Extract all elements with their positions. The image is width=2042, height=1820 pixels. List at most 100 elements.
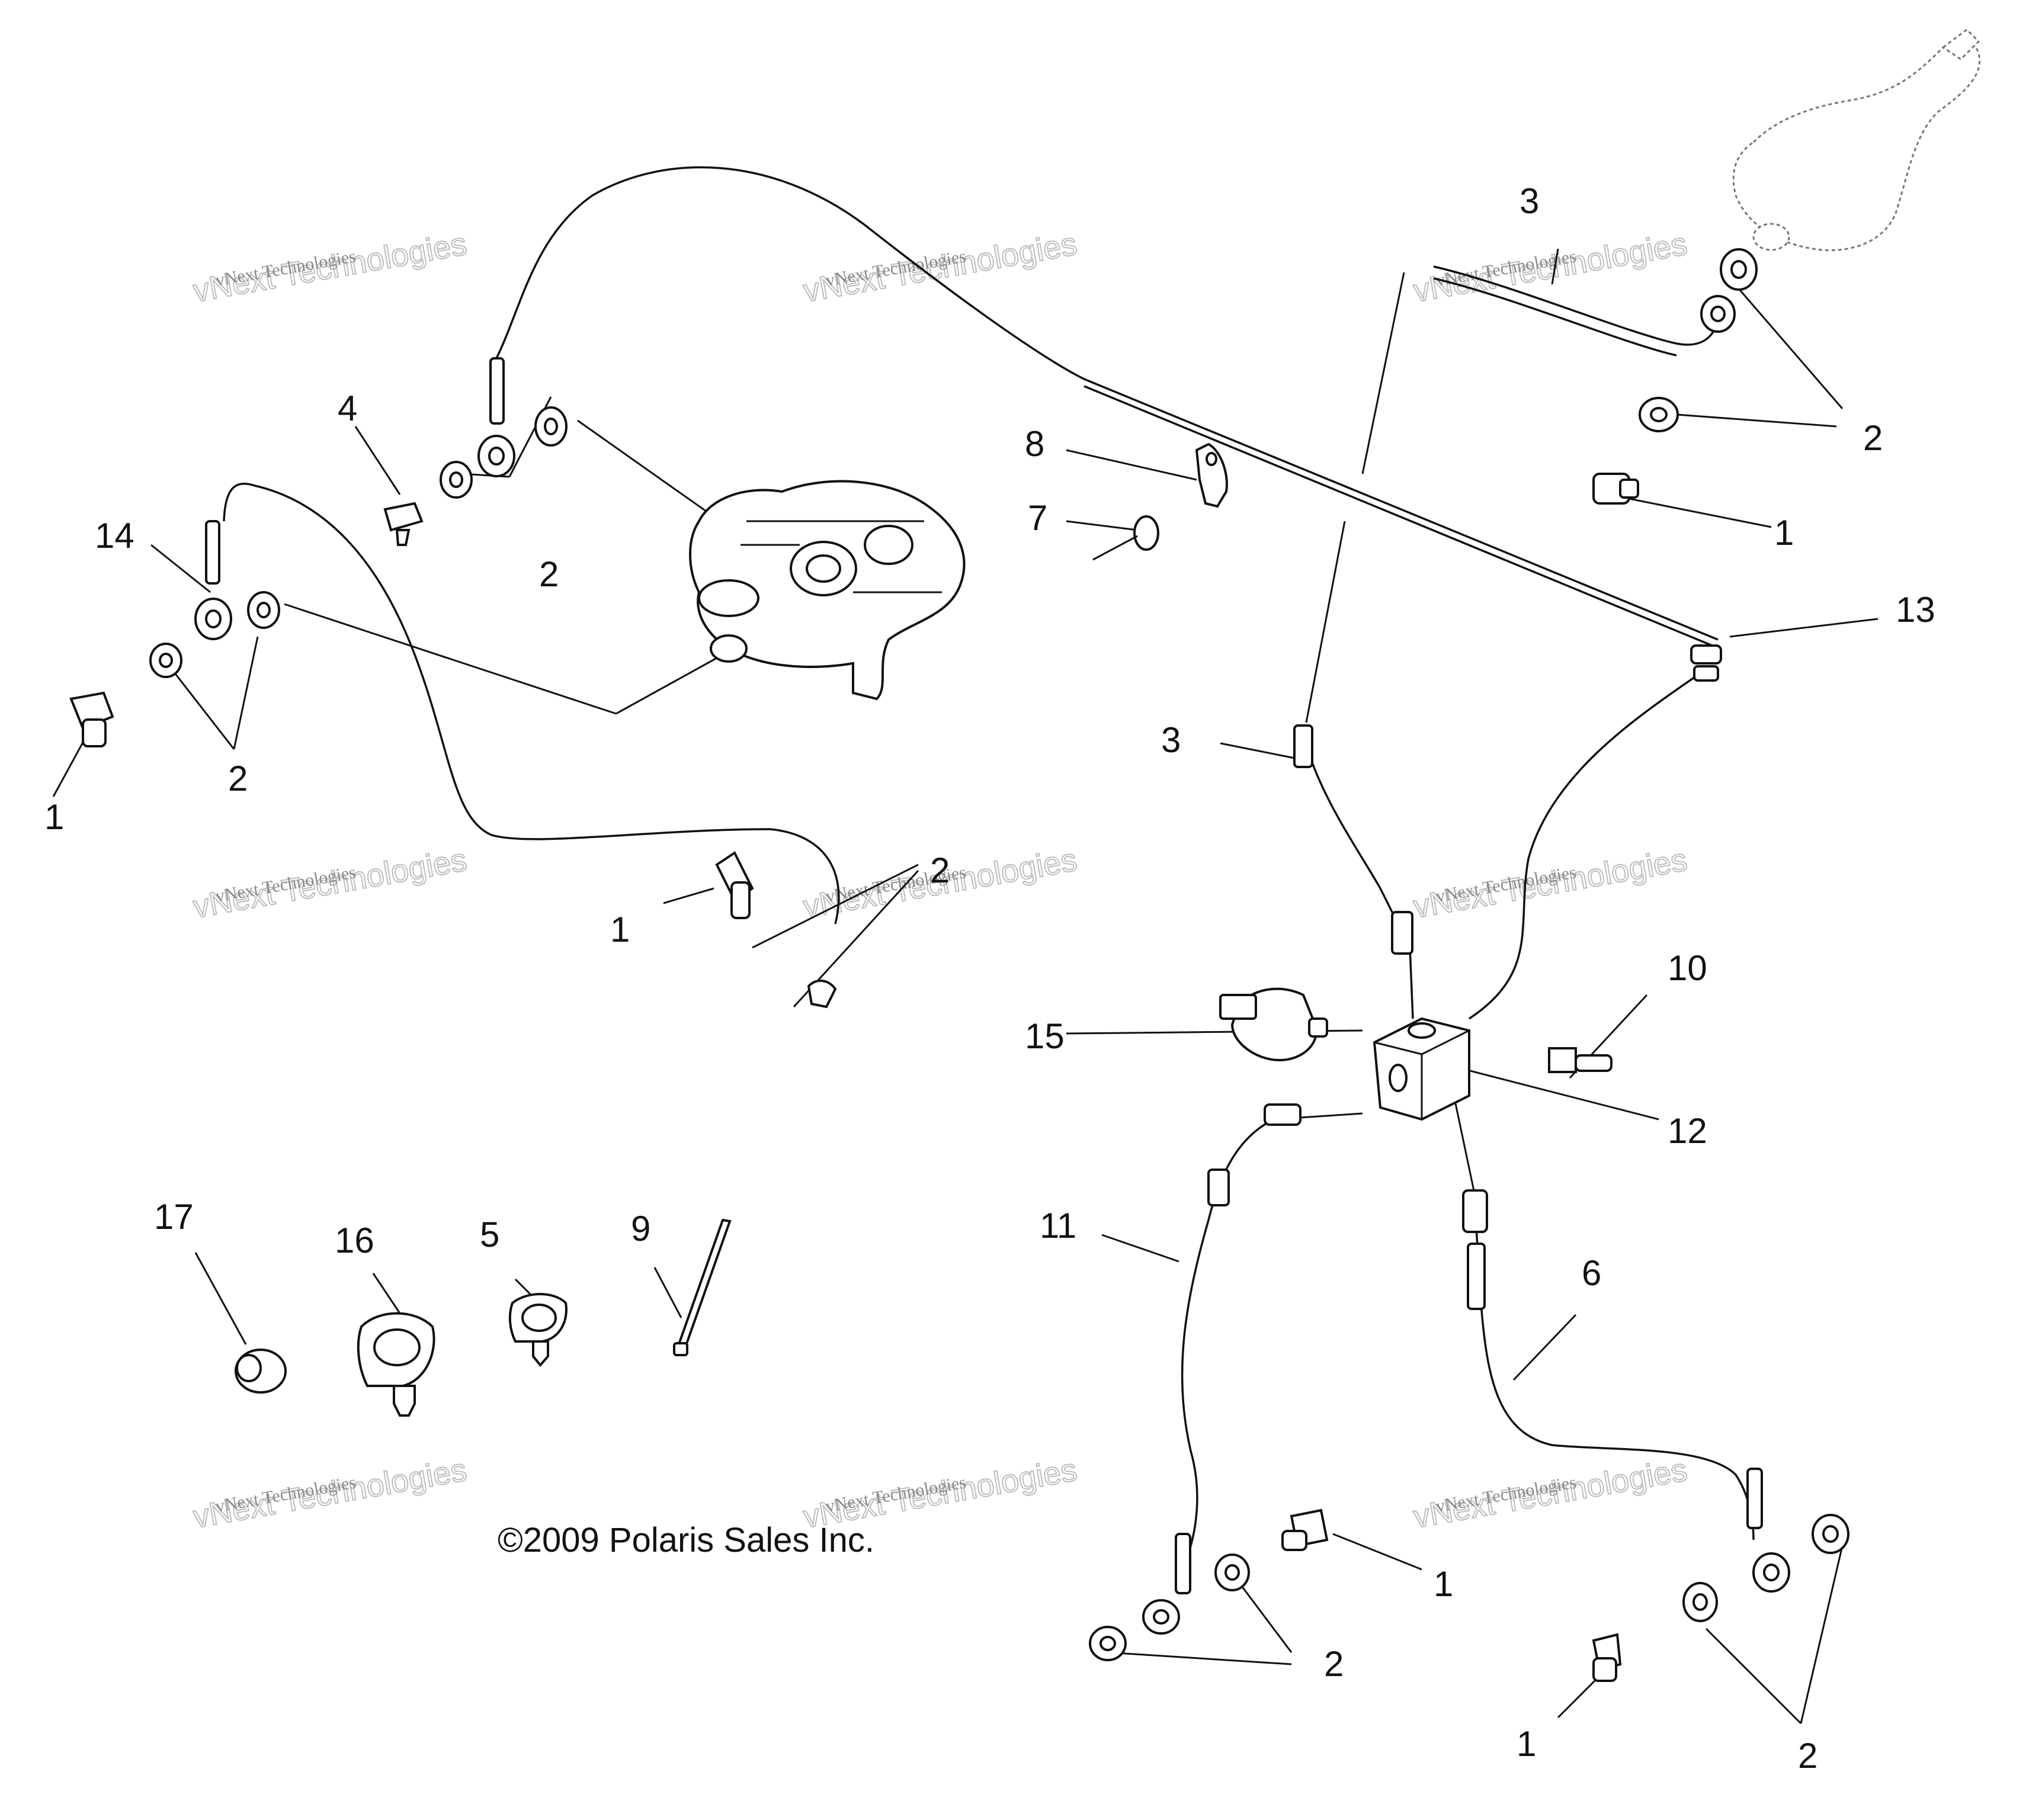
leader	[1800, 1545, 1844, 1724]
leader	[1557, 1675, 1601, 1719]
washer	[1682, 1582, 1718, 1622]
leader-lines	[52, 248, 1878, 1725]
callout-16: 16	[335, 1221, 374, 1260]
banjo-fitting	[1700, 295, 1736, 333]
callout-13: 13	[1896, 590, 1935, 630]
hose-end-fitting	[807, 980, 837, 1009]
leader	[653, 1267, 682, 1318]
callout-8: 8	[1025, 424, 1044, 464]
hose-6	[1474, 1208, 1755, 1540]
watermark: vNext Technologies vNext Technologies	[800, 226, 1081, 310]
brake-lines	[223, 166, 1755, 1564]
line-3	[1302, 734, 1414, 1019]
hose-clip	[1195, 442, 1228, 508]
callout-12: 12	[1668, 1111, 1707, 1151]
callout-2: 2	[930, 850, 950, 890]
watermark: vNext Technologies vNext Technologies	[1411, 842, 1691, 926]
parts	[69, 28, 1980, 1682]
banjo-fitting	[194, 520, 232, 640]
callout-7: 7	[1028, 498, 1047, 538]
leader	[577, 419, 729, 528]
leader	[1101, 1234, 1179, 1263]
distribution-block	[1373, 1017, 1470, 1121]
watermark: vNext Technologies vNext Technologies	[1411, 226, 1691, 310]
hose-clamp-small	[508, 1293, 568, 1368]
leader	[1220, 742, 1295, 759]
leader	[150, 544, 211, 593]
bolt-10	[1548, 1047, 1613, 1073]
hose-14	[223, 482, 840, 925]
rear-brake-line	[495, 166, 1719, 641]
line-3-upper-inner	[1433, 277, 1677, 357]
leader	[194, 1252, 247, 1345]
washer	[440, 461, 473, 499]
line-fitting	[1391, 911, 1413, 955]
watermark: vNext Technologies vNext Technologies	[1411, 1452, 1691, 1536]
leader	[1729, 618, 1878, 638]
washer	[1089, 1626, 1127, 1661]
leader	[284, 603, 617, 715]
callout-2: 2	[1324, 1644, 1344, 1684]
hose-fitting	[1467, 1243, 1486, 1310]
leader	[354, 426, 401, 495]
washer	[1214, 1553, 1250, 1591]
banjo-bolt	[69, 691, 114, 747]
washer	[1812, 1514, 1849, 1554]
callout-15: 15	[1025, 1016, 1065, 1056]
callout-5: 5	[480, 1215, 499, 1254]
callout-1: 1	[1434, 1564, 1453, 1604]
leader	[1463, 1068, 1659, 1121]
callout-4: 4	[338, 389, 357, 428]
leader	[1305, 521, 1346, 723]
hose-13	[1469, 668, 1707, 1020]
callout-1: 1	[44, 797, 64, 837]
leader	[663, 887, 714, 904]
callout-3: 3	[1161, 720, 1181, 760]
callout-2: 2	[1798, 1736, 1817, 1776]
leader	[372, 1273, 404, 1318]
leader	[233, 636, 259, 750]
callout-6: 6	[1582, 1253, 1601, 1293]
callouts: 3 2 1 8 7 13 4 2 14 2 1 3 2 1 10 15 12 1…	[44, 181, 1935, 1776]
callout-9: 9	[631, 1209, 650, 1248]
leader	[1332, 1533, 1422, 1571]
washer	[247, 591, 280, 629]
copyright-text: ©2009 Polaris Sales Inc.	[498, 1521, 874, 1559]
callout-2: 2	[1863, 418, 1883, 458]
banjo-fitting	[1142, 1533, 1191, 1635]
leader	[171, 669, 235, 750]
leader	[1551, 248, 1559, 285]
leader	[1676, 413, 1837, 428]
leader	[1361, 272, 1405, 474]
leader	[1705, 1628, 1802, 1725]
callout-1: 1	[1517, 1724, 1536, 1764]
callout-1: 1	[1774, 513, 1794, 553]
hose-fitting	[1207, 1169, 1230, 1206]
callout-10: 10	[1668, 948, 1707, 988]
callout-3: 3	[1520, 181, 1539, 221]
pressure-switch	[1219, 987, 1328, 1062]
junction-fitting	[1690, 644, 1722, 682]
watermark: vNext Technologies vNext Technologies	[190, 1452, 470, 1536]
leader	[1729, 278, 1844, 409]
rear-brake-caliper	[689, 480, 966, 701]
banjo-bolt	[1592, 1633, 1622, 1682]
washer	[149, 643, 182, 678]
leader	[1107, 1651, 1292, 1665]
washer	[1639, 397, 1679, 432]
leader	[1066, 449, 1197, 481]
banjo-fitting	[477, 357, 515, 477]
leader	[752, 864, 919, 949]
leader	[616, 650, 729, 715]
rivet	[1092, 515, 1159, 561]
callout-17: 17	[154, 1197, 194, 1237]
hose-fitting	[1462, 1189, 1488, 1233]
banjo-bolt	[1592, 473, 1639, 505]
cable-tie	[673, 1218, 732, 1356]
callout-2: 2	[228, 759, 248, 798]
banjo-fitting	[1746, 1468, 1790, 1593]
rear-brake-line-inner	[1083, 385, 1719, 649]
leader	[1512, 1314, 1577, 1381]
hose-fitting	[1264, 1103, 1302, 1126]
grommet	[235, 1349, 287, 1394]
